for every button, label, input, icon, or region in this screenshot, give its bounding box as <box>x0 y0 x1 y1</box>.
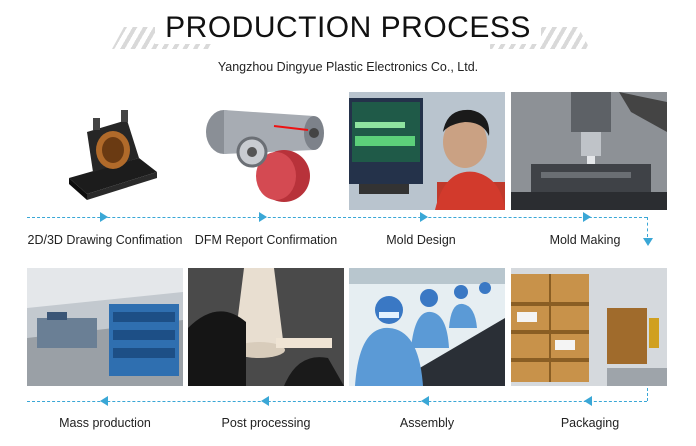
step-2-label: DFM Report Confirmation <box>194 233 338 247</box>
step-8-label: Packaging <box>560 416 620 430</box>
flow-arrow-5 <box>100 396 108 406</box>
step-3-image <box>349 92 505 210</box>
step-6-image <box>188 268 344 386</box>
flow-arrow-3 <box>420 212 428 222</box>
flow-line-bottom <box>27 401 647 402</box>
step-4-image <box>511 92 667 210</box>
step-5-image <box>27 268 183 386</box>
flow-arrow-6 <box>261 396 269 406</box>
step-3-label: Mold Design <box>386 233 456 247</box>
company-name: Yangzhou Dingyue Plastic Electronics Co.… <box>217 60 479 74</box>
step-1-label: 2D/3D Drawing Confimation <box>27 233 183 247</box>
step-7-label: Assembly <box>399 416 455 430</box>
flow-arrow-down <box>643 238 653 246</box>
flow-line-up <box>647 388 648 401</box>
flow-arrow-1 <box>100 212 108 222</box>
step-4-label: Mold Making <box>549 233 621 247</box>
flow-arrow-7 <box>421 396 429 406</box>
page-title: PRODUCTION PROCESS <box>0 11 696 45</box>
step-1-image <box>27 92 183 210</box>
flow-arrow-4 <box>583 212 591 222</box>
flow-line-down <box>647 217 648 237</box>
flow-arrow-2 <box>259 212 267 222</box>
flow-line-top <box>27 217 647 218</box>
step-8-image <box>511 268 667 386</box>
step-2-image <box>188 92 344 210</box>
step-5-label: Mass production <box>59 416 151 430</box>
step-6-label: Post processing <box>221 416 311 430</box>
step-7-image <box>349 268 505 386</box>
flow-arrow-8 <box>584 396 592 406</box>
